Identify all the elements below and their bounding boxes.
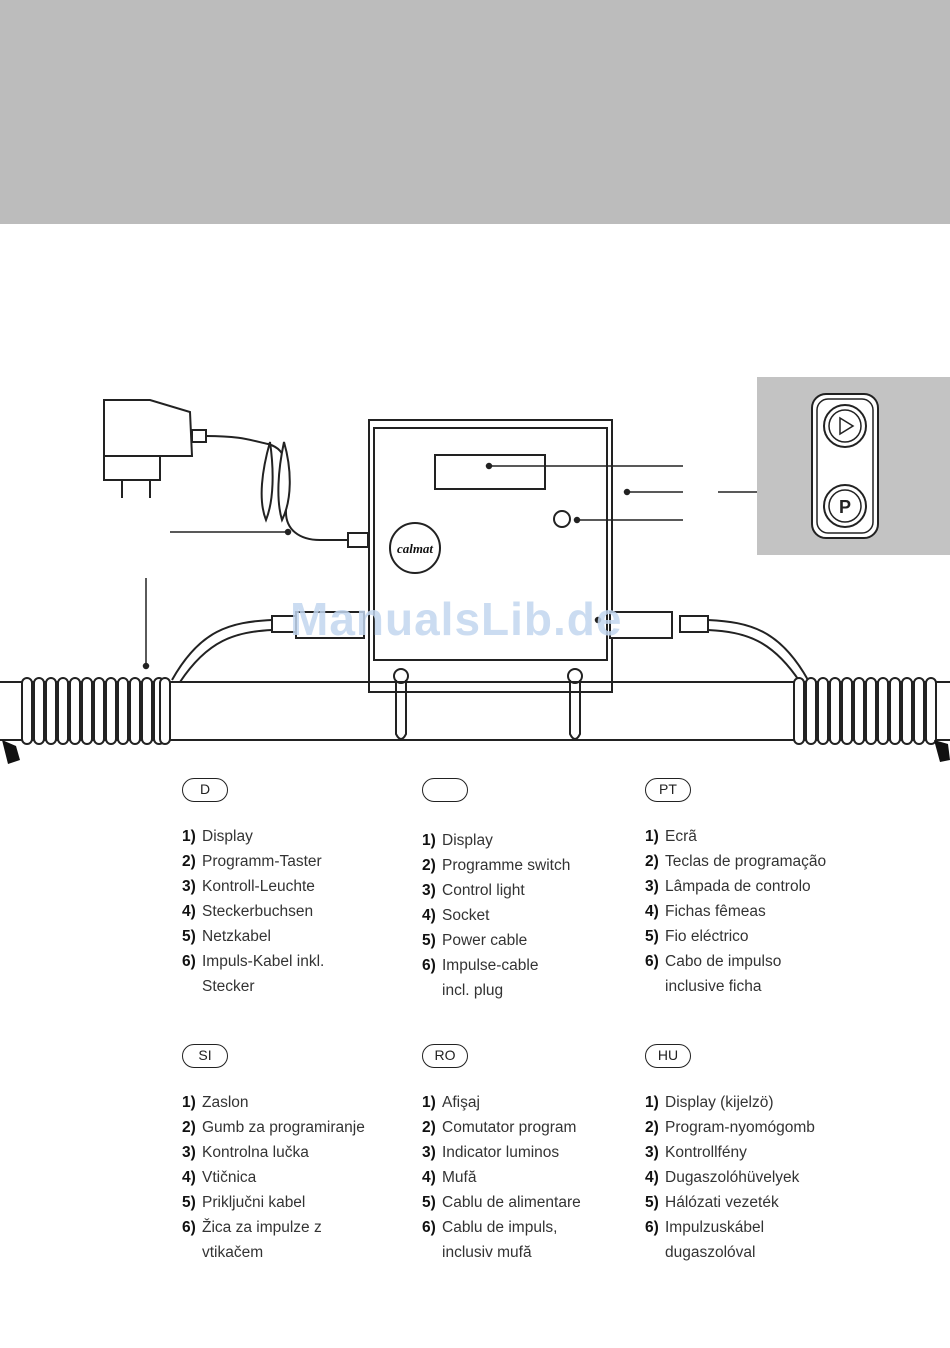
list-item: 4)Socket xyxy=(422,907,490,924)
program-button-icon: P xyxy=(823,484,867,528)
control-unit xyxy=(368,419,613,693)
list-item: 5)Power cable xyxy=(422,932,528,949)
list-item: 3)Lâmpada de controlo xyxy=(645,878,811,895)
legend-list: 1)Display (kijelzö) 2)Program-nyomógomb … xyxy=(645,1090,875,1265)
lang-badge: RO xyxy=(422,1044,468,1068)
lang-block-pt: PT 1)Ecrã 2)Teclas de programação 3)Lâmp… xyxy=(645,778,875,999)
list-item: 6)Impuls-Kabel inkl. Stecker xyxy=(182,953,325,995)
keypad-illustration: P xyxy=(811,393,879,539)
legend-list: 1)Display 2)Programm-Taster 3)Kontroll-L… xyxy=(182,824,412,999)
impulse-cables xyxy=(171,611,809,683)
coil-clips xyxy=(2,740,950,764)
legend-list: 1)Ecrã 2)Teclas de programação 3)Lâmpada… xyxy=(645,824,875,999)
list-item: 2)Teclas de programação xyxy=(645,853,827,870)
coil-left xyxy=(21,677,171,745)
list-item: 3)Kontroll-Leuchte xyxy=(182,878,315,895)
legend-list: 1)Display 2)Programme switch 3)Control l… xyxy=(422,828,652,1003)
list-item: 2)Programme switch xyxy=(422,857,571,874)
lang-badge xyxy=(422,778,468,802)
list-item: 5)Netzkabel xyxy=(182,928,271,945)
list-item: 2)Gumb za programiranje xyxy=(182,1119,365,1136)
lang-block-en: 1)Display 2)Programme switch 3)Control l… xyxy=(422,778,652,1003)
list-item: 4)Steckerbuchsen xyxy=(182,903,314,920)
list-item: 1)Display xyxy=(422,832,493,849)
list-item: 6)Impulzuskábel dugaszolóval xyxy=(645,1219,765,1261)
lang-badge: PT xyxy=(645,778,691,802)
list-item: 4)Fichas fêmeas xyxy=(645,903,766,920)
list-item: 6)Impulse-cable incl. plug xyxy=(422,957,539,999)
list-item: 4)Dugaszolóhüvelyek xyxy=(645,1169,800,1186)
list-item: 2)Comutator program xyxy=(422,1119,577,1136)
list-item: 6)Cablu de impuls, inclusiv mufă xyxy=(422,1219,558,1261)
list-item: 4)Vtičnica xyxy=(182,1169,257,1186)
list-item: 1)Ecrã xyxy=(645,828,697,845)
lang-block-de: D 1)Display 2)Programm-Taster 3)Kontroll… xyxy=(182,778,412,999)
coil-right xyxy=(793,677,937,745)
lang-badge: D xyxy=(182,778,228,802)
lang-block-ro: RO 1)Afişaj 2)Comutator program 3)Indica… xyxy=(422,1044,652,1265)
list-item: 1)Display xyxy=(182,828,253,845)
list-item: 3)Kontrollfény xyxy=(645,1144,747,1161)
play-button-icon xyxy=(823,404,867,448)
list-item: 3)Kontrolna lučka xyxy=(182,1144,309,1161)
list-item: 6)Žica za impulze z vtikačem xyxy=(182,1219,322,1261)
list-item: 1)Display (kijelzö) xyxy=(645,1094,774,1111)
list-item: 1)Afişaj xyxy=(422,1094,480,1111)
list-item: 5)Hálózati vezeték xyxy=(645,1194,779,1211)
lang-badge: SI xyxy=(182,1044,228,1068)
power-adapter-illustration xyxy=(103,399,369,548)
list-item: 6)Cabo de impulso inclusive ficha xyxy=(645,953,782,995)
list-item: 2)Programm-Taster xyxy=(182,853,322,870)
svg-text:P: P xyxy=(839,497,851,517)
list-item: 5)Cablu de alimentare xyxy=(422,1194,581,1211)
header-band xyxy=(0,0,950,224)
watermark: ManualsLib.de xyxy=(290,593,623,645)
legend-list: 1)Zaslon 2)Gumb za programiranje 3)Kontr… xyxy=(182,1090,412,1265)
list-item: 5)Priključni kabel xyxy=(182,1194,306,1211)
list-item: 1)Zaslon xyxy=(182,1094,249,1111)
legend-list: 1)Afişaj 2)Comutator program 3)Indicator… xyxy=(422,1090,652,1265)
list-item: 3)Indicator luminos xyxy=(422,1144,560,1161)
lang-block-hu: HU 1)Display (kijelzö) 2)Program-nyomógo… xyxy=(645,1044,875,1265)
brand-logo: calmat xyxy=(397,541,433,556)
list-item: 4)Mufă xyxy=(422,1169,477,1186)
lang-block-si: SI 1)Zaslon 2)Gumb za programiranje 3)Ko… xyxy=(182,1044,412,1265)
list-item: 3)Control light xyxy=(422,882,525,899)
list-item: 2)Program-nyomógomb xyxy=(645,1119,815,1136)
lang-badge: HU xyxy=(645,1044,691,1068)
list-item: 5)Fio eléctrico xyxy=(645,928,749,945)
